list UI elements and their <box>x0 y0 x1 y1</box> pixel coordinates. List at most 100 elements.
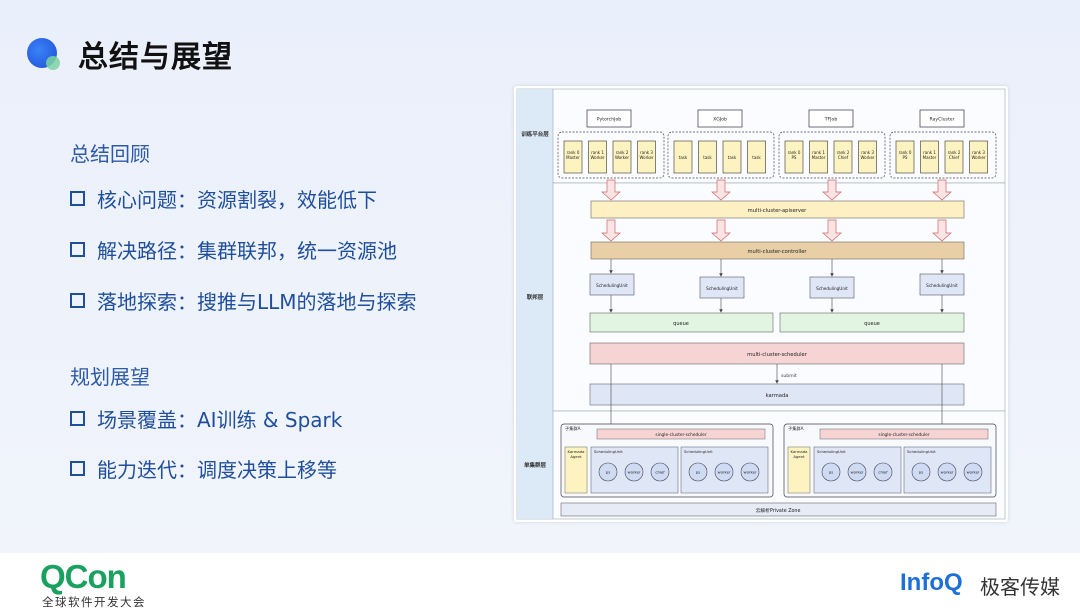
flow-arrow-icon <box>601 219 621 242</box>
qcon-subtitle: 全球软件开发大会 <box>42 595 146 609</box>
scheduling-unit-label: SchedulingUnit <box>684 449 713 454</box>
private-zone-label: 云解析Private Zone <box>756 507 801 514</box>
flow-arrow-icon <box>711 179 731 201</box>
square-bullet-icon <box>70 461 85 476</box>
rank-box <box>858 140 877 174</box>
flow-arrow-icon <box>822 219 842 242</box>
pod-label: ps <box>919 470 923 475</box>
subcluster-label: 子集群A <box>788 425 804 432</box>
rank-label: task <box>752 155 761 160</box>
pod-icon <box>714 462 734 482</box>
architecture-diagram: 训练平台层 联邦层 单集群层 PytorchJob XGJob TFJob Ra… <box>514 86 1008 522</box>
bullet-text: 场景覆盖：AI训练 & Spark <box>97 408 343 432</box>
rank-box <box>784 140 804 174</box>
rank-box <box>698 140 717 174</box>
pod-label: worker <box>718 470 731 475</box>
rank-box <box>637 140 656 174</box>
scheduling-unit-label: SchedulingUnit <box>907 449 936 454</box>
section-heading-review: 总结回顾 <box>70 142 150 166</box>
job-label: RayCluster <box>930 117 955 123</box>
submit-label: submit <box>781 373 797 379</box>
bullet-item: 核心问题：资源割裂，效能低下 <box>70 184 377 213</box>
infoq-logo: InfoQ <box>900 569 963 596</box>
job-box <box>808 109 854 128</box>
bullet-text: 解决路径：集群联邦，统一资源池 <box>97 239 397 263</box>
infoq-brand-cn: 极客传媒 <box>980 575 1060 599</box>
scheduling-unit-box <box>699 276 745 299</box>
pod-icon <box>624 462 644 482</box>
job-label: XGJob <box>713 117 727 123</box>
rank-box <box>722 140 742 174</box>
rank-box <box>920 140 939 174</box>
job-group <box>557 131 665 179</box>
square-bullet-icon <box>70 411 85 426</box>
rank-box <box>833 140 853 174</box>
single-scheduler-label: single-cluster-scheduler <box>655 432 706 438</box>
section-heading-outlook: 规划展望 <box>70 365 150 389</box>
bullet-text: 落地探索：搜推与LLM的落地与探索 <box>97 290 417 314</box>
job-group <box>667 131 775 179</box>
single-scheduler-label: single-cluster-scheduler <box>878 432 929 438</box>
job-group <box>778 131 886 179</box>
scheduling-unit-label: SchedulingUnit <box>926 283 958 288</box>
queue-label: queue <box>673 321 689 327</box>
pod-icon <box>911 462 931 482</box>
controller-label: multi-cluster-controller <box>747 249 807 255</box>
rank-box <box>895 140 915 174</box>
flow-arrow-icon <box>932 219 952 242</box>
scheduling-unit-label: SchedulingUnit <box>594 449 623 454</box>
square-bullet-icon <box>70 242 85 257</box>
pod-label: chief <box>878 470 888 475</box>
layer-label-cluster: 单集群层 <box>524 461 547 469</box>
karmada-agent-box <box>787 446 811 494</box>
private-zone-box <box>560 502 997 517</box>
scheduling-unit-label: SchedulingUnit <box>816 286 848 291</box>
title-dot-accent-icon <box>46 56 60 70</box>
scheduling-unit-box <box>589 273 635 296</box>
bullet-text: 能力迭代：调度决策上移等 <box>97 458 337 482</box>
rank-label: task <box>679 155 688 160</box>
flow-arrow-icon <box>822 179 842 201</box>
scheduling-unit-label: SchedulingUnit <box>706 286 738 291</box>
job-box <box>697 109 743 128</box>
rank-box <box>563 140 583 174</box>
job-group <box>889 131 997 179</box>
flow-arrow-icon <box>711 219 731 242</box>
rank-box <box>673 140 693 174</box>
qcon-logo: QCon <box>40 558 127 595</box>
queue-box <box>779 312 965 333</box>
pod-icon <box>937 462 957 482</box>
footer <box>0 553 1080 615</box>
layer-label-platform: 训练平台层 <box>521 130 549 138</box>
job-label: PytorchJob <box>597 117 621 123</box>
subcluster-label: 子集群A <box>565 425 581 432</box>
scheduler-label: multi-cluster-scheduler <box>747 352 808 358</box>
bullet-item: 解决路径：集群联邦，统一资源池 <box>70 235 397 264</box>
pod-icon <box>847 462 867 482</box>
pod-label: ps <box>696 470 700 475</box>
federation-layer-band <box>516 182 1006 412</box>
bullet-text: 核心问题：资源割裂，效能低下 <box>97 188 377 212</box>
pod-label: worker <box>851 470 864 475</box>
apiserver-label: multi-cluster-apiserver <box>748 208 808 214</box>
bullet-item: 场景覆盖：AI训练 & Spark <box>70 404 342 433</box>
apiserver-box <box>590 200 965 219</box>
pod-label: worker <box>967 470 980 475</box>
scheduling-unit-label: SchedulingUnit <box>817 449 846 454</box>
rank-box <box>747 140 766 174</box>
pod-label: ps <box>606 470 610 475</box>
pod-icon <box>598 462 618 482</box>
pod-label: chief <box>655 470 665 475</box>
rank-box <box>588 140 607 174</box>
